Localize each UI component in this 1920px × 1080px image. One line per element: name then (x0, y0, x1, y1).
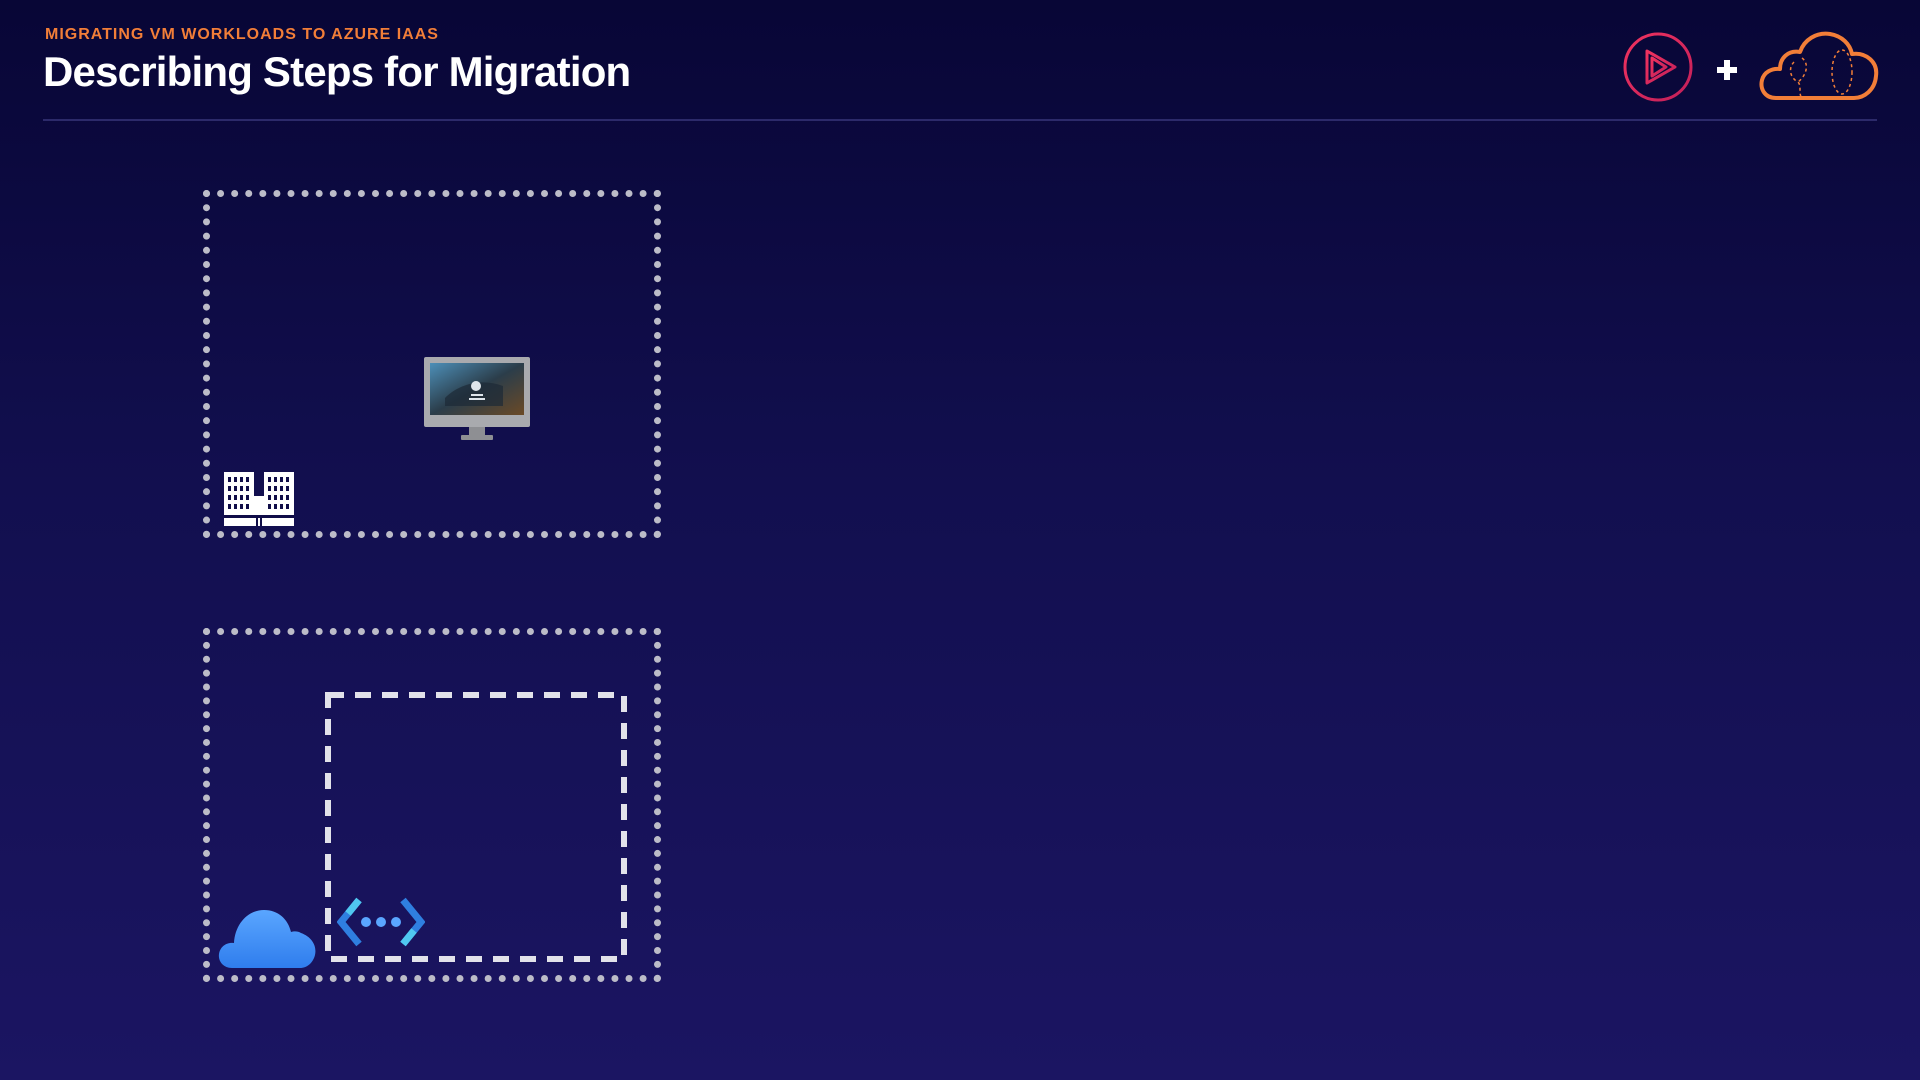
on-premises-boundary (203, 190, 661, 538)
cloud-icon (218, 910, 316, 968)
virtual-network-icon (337, 897, 425, 947)
monitor-icon (424, 357, 530, 440)
slide-subtitle: MIGRATING VM WORKLOADS TO AZURE IAAS (45, 26, 439, 43)
azure-boundary (203, 628, 661, 982)
virtual-network-boundary (325, 692, 627, 962)
cloud-logo-icon (1759, 31, 1879, 100)
slide-title: Describing Steps for Migration (43, 48, 631, 95)
plus-icon (1717, 60, 1737, 80)
header-divider (43, 119, 1877, 121)
slide-header: MIGRATING VM WORKLOADS TO AZURE IAAS Des… (0, 0, 1920, 125)
pluralsight-play-icon (1623, 32, 1693, 102)
building-icon (224, 472, 294, 526)
